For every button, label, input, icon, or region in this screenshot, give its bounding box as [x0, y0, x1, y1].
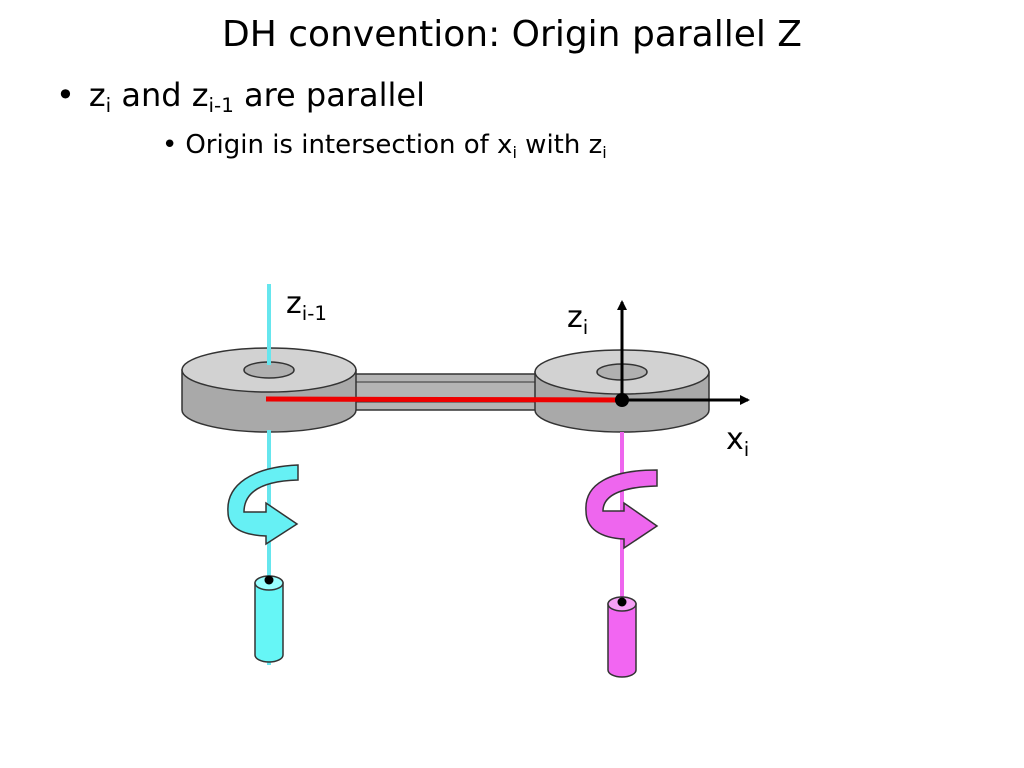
z-prev-symbol: z: [191, 76, 209, 114]
parallel-text: are parallel: [233, 76, 425, 114]
z-i-subscript-2: i: [602, 142, 607, 162]
common-normal-line: [265, 396, 623, 403]
actuator-cylinder-i: [607, 596, 637, 678]
frame-origin-dot: [615, 393, 629, 407]
rotation-arrow-i: [585, 469, 659, 550]
x-i-subscript: i: [512, 142, 517, 162]
z-prev-axis-label: zi-1: [286, 286, 327, 325]
bullet-parallel-axes: •zi and zi-1 are parallel: [56, 76, 425, 117]
sub-bullet-marker: •: [162, 130, 178, 160]
z-i-symbol: z: [88, 76, 106, 114]
z-i-symbol-2: z: [588, 130, 603, 160]
actuator-cylinder-prev: [254, 575, 284, 663]
x-i-symbol: x: [497, 130, 513, 160]
x-i-axis-label: xi: [726, 422, 750, 461]
z-i-axis-label: zi: [567, 300, 589, 339]
slide-title: DH convention: Origin parallel Z: [222, 14, 802, 55]
z-i-subscript: i: [105, 93, 112, 117]
bullet-origin-rule: •Origin is intersection of xi with zi: [162, 130, 607, 160]
with-text: with: [516, 130, 589, 160]
z-prev-subscript: i-1: [208, 93, 234, 117]
rotation-arrow-prev: [227, 464, 299, 546]
link-bar: [349, 373, 541, 411]
and-text: and: [111, 76, 192, 114]
origin-text: Origin is intersection of: [185, 130, 498, 160]
bullet-marker: •: [56, 76, 75, 114]
